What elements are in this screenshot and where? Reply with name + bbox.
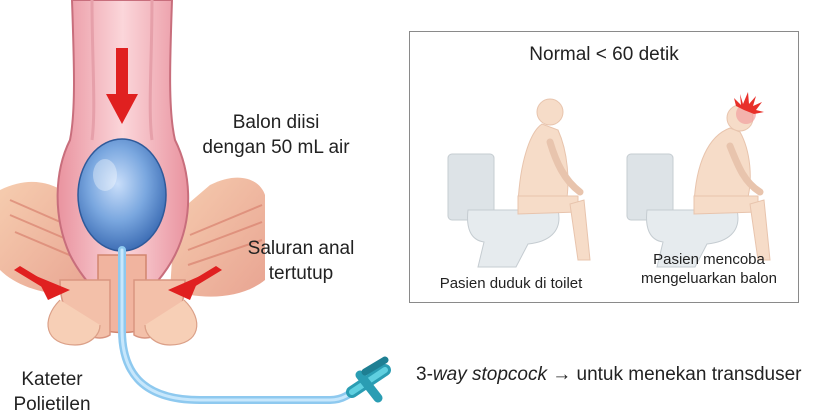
catheter-label-line2: Polietilen (0, 392, 104, 417)
right-caption: Pasien mencoba mengeluarkan balon (624, 250, 794, 288)
balloon-label-line1: Balon diisi (186, 110, 366, 135)
patient-straining-icon (622, 92, 792, 272)
stopcock-icon (352, 360, 385, 398)
stopcock-suffix: untuk menekan transduser (571, 364, 801, 385)
right-caption-line1: Pasien mencoba (624, 250, 794, 269)
right-caption-line2: mengeluarkan balon (624, 269, 794, 288)
balloon-label: Balon diisi dengan 50 mL air (186, 110, 366, 160)
strain-burst-icon (734, 92, 764, 124)
anal-label-line1: Saluran anal (236, 236, 366, 261)
left-caption: Pasien duduk di toilet (426, 274, 596, 293)
normal-test-panel: Normal < 60 detik Pasien duduk di toilet… (409, 31, 799, 303)
stopcock-prefix: 3- (416, 364, 433, 385)
catheter-label: Kateter Polietilen (0, 367, 104, 417)
stopcock-italic: way stopcock (433, 364, 547, 385)
anal-label-line2: tertutup (236, 261, 366, 286)
anal-canal-label: Saluran anal tertutup (236, 236, 366, 286)
balloon (78, 139, 166, 251)
panel-title: Normal < 60 detik (410, 44, 798, 66)
balloon-label-line2: dengan 50 mL air (186, 135, 366, 160)
right-arrow-glyph-icon: → (552, 364, 571, 385)
anorectal-illustration (0, 0, 400, 417)
patient-sitting-icon (438, 92, 598, 272)
catheter-label-line1: Kateter (0, 367, 104, 392)
stopcock-label: 3-way stopcock → untuk menekan transduse… (416, 362, 801, 387)
